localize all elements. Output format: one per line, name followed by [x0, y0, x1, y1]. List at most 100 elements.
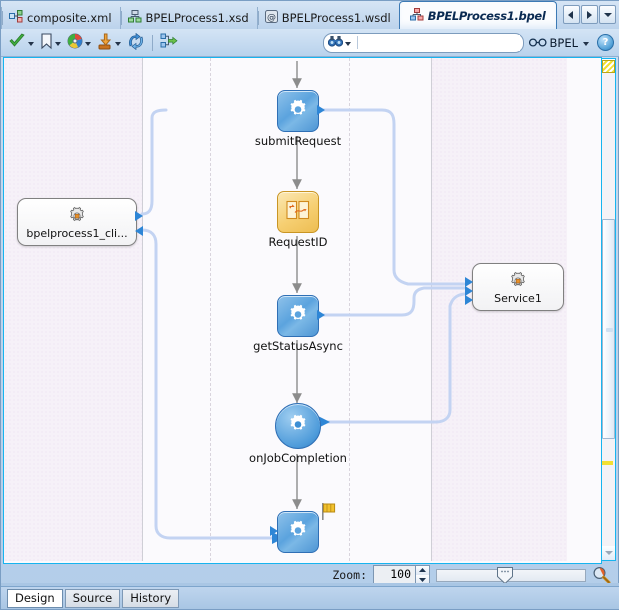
activity-requestid[interactable]: RequestID	[269, 191, 327, 249]
activity-getstatusasync[interactable]: getStatusAsync	[253, 295, 343, 353]
bpel-design-canvas[interactable]: bpelprocess1_cli... Service1	[3, 57, 602, 564]
activity-onjobcompletion[interactable]: onJobCompletion	[249, 403, 347, 465]
chevron-down-icon[interactable]	[583, 42, 589, 46]
search-box[interactable]	[322, 32, 524, 53]
deploy-button[interactable]	[159, 32, 179, 54]
tab-label: BPELProcess1.xsd	[145, 11, 249, 25]
validate-button[interactable]	[7, 32, 38, 54]
lane-divider-left	[142, 58, 143, 561]
alignment-guide	[210, 58, 211, 561]
partner-link-port-in-1[interactable]	[465, 277, 473, 287]
partner-link-port-out[interactable]	[135, 211, 143, 221]
bookmark-button[interactable]	[39, 32, 65, 54]
scroll-down-button[interactable]	[602, 546, 615, 560]
search-divider	[356, 36, 358, 49]
canvas-vertical-scrollbar[interactable]	[601, 58, 616, 561]
invoke-node-shape[interactable]	[270, 511, 319, 553]
zoom-value[interactable]: 100	[374, 565, 415, 585]
editor-view-tabs: Design Source History	[1, 586, 619, 609]
partnerlink-gear-icon	[67, 206, 87, 229]
tab-label: Design	[15, 591, 55, 605]
activity-label: onJobCompletion	[249, 451, 347, 465]
chevron-down-icon[interactable]	[115, 42, 121, 46]
partner-link-client[interactable]: bpelprocess1_cli...	[17, 198, 143, 246]
toolbar-left-group	[7, 29, 179, 56]
yellow-flag-icon[interactable]	[321, 503, 337, 524]
partner-link-lane-left	[4, 58, 142, 561]
zoom-slider-thumb[interactable]	[497, 566, 513, 584]
scrollbar-thumb[interactable]	[602, 219, 615, 439]
tab-separator	[120, 11, 122, 25]
chevron-down-icon[interactable]	[344, 42, 351, 46]
partner-link-port-in[interactable]	[135, 226, 143, 236]
partnerlink-gear-icon	[508, 271, 528, 294]
bpel-icon	[409, 7, 424, 24]
tab-label: Source	[72, 591, 113, 605]
chevron-down-icon[interactable]	[85, 42, 91, 46]
activity-callback-client[interactable]	[270, 503, 336, 553]
zoom-controls: Zoom: 100	[332, 564, 611, 586]
zoom-slider[interactable]	[436, 566, 586, 584]
tab-next-button[interactable]	[581, 5, 598, 24]
magnifier-icon[interactable]	[592, 566, 611, 584]
tab-history[interactable]: History	[122, 588, 180, 608]
receive-node-shape[interactable]	[275, 403, 321, 449]
toolbar-divider	[152, 34, 153, 51]
activity-submitrequest[interactable]: submitRequest	[255, 90, 341, 148]
binoculars-icon[interactable]	[327, 35, 343, 50]
chevron-down-icon[interactable]	[55, 42, 61, 46]
partner-link-port-in-2[interactable]	[465, 286, 473, 296]
blue-refresh-icon	[127, 32, 145, 53]
activity-label: submitRequest	[254, 134, 342, 148]
zoom-increase-button[interactable]	[416, 565, 429, 575]
invoke-node-shape[interactable]	[277, 295, 325, 337]
help-button[interactable]: ?	[597, 34, 614, 51]
thumb-grip	[606, 328, 613, 332]
refresh-button[interactable]	[126, 32, 146, 54]
tab-separator	[2, 11, 3, 25]
search-input[interactable]	[360, 34, 520, 51]
gear-icon	[287, 304, 309, 329]
editor-tab-bpelprocess1-xsd[interactable]: BPELProcess1.xsd	[119, 7, 257, 29]
tab-separator	[257, 11, 259, 25]
node-port-right[interactable]	[317, 105, 325, 115]
warning-marker-icon[interactable]	[602, 60, 615, 73]
toolbar-right-group: BPEL ?	[322, 29, 614, 56]
tab-label: BPELProcess1.bpel	[427, 8, 546, 23]
partner-link-port-out[interactable]	[465, 295, 473, 305]
color-palette-button[interactable]	[66, 32, 95, 54]
zoom-decrease-button[interactable]	[416, 575, 429, 585]
partner-link-label: Service1	[494, 292, 542, 305]
editor-tab-composite-xml[interactable]: composite.xml	[1, 7, 120, 29]
node-port-left[interactable]	[270, 526, 278, 536]
import-button[interactable]	[96, 32, 125, 54]
tab-label: BPELProcess1.wsdl	[281, 11, 391, 25]
composite-icon	[9, 10, 23, 26]
wsdl-at-icon: @	[264, 10, 278, 26]
warning-marker-line[interactable]	[602, 461, 613, 465]
bpel-mode-dropdown[interactable]: BPEL	[528, 36, 593, 50]
green-check-icon	[8, 33, 26, 52]
partner-link-service1[interactable]: Service1	[465, 263, 564, 311]
diagram-surface[interactable]: bpelprocess1_cli... Service1	[4, 58, 584, 561]
tab-nav-buttons	[563, 5, 616, 24]
node-port-right[interactable]	[317, 310, 325, 320]
gear-icon	[287, 99, 309, 124]
xsd-schema-icon	[127, 10, 142, 26]
tab-source[interactable]: Source	[64, 588, 121, 608]
zoom-label: Zoom:	[332, 568, 367, 582]
tab-prev-button[interactable]	[563, 5, 580, 24]
partner-link-label: bpelprocess1_cli...	[26, 227, 128, 240]
editor-tabs: composite.xml BPELProcess1.xsd	[1, 1, 557, 29]
chevron-down-icon[interactable]	[28, 42, 34, 46]
assign-node-shape[interactable]	[277, 191, 319, 233]
tab-design[interactable]: Design	[7, 588, 63, 608]
help-icon: ?	[602, 37, 609, 48]
invoke-node-shape[interactable]	[277, 90, 325, 132]
tab-list-dropdown-button[interactable]	[599, 5, 616, 24]
zoom-spinner[interactable]: 100	[373, 564, 430, 586]
status-strip	[1, 583, 619, 587]
editor-tab-bpelprocess1-wsdl[interactable]: @ BPELProcess1.wsdl	[256, 7, 399, 29]
editor-tab-bpelprocess1-bpel[interactable]: BPELProcess1.bpel	[398, 1, 557, 29]
